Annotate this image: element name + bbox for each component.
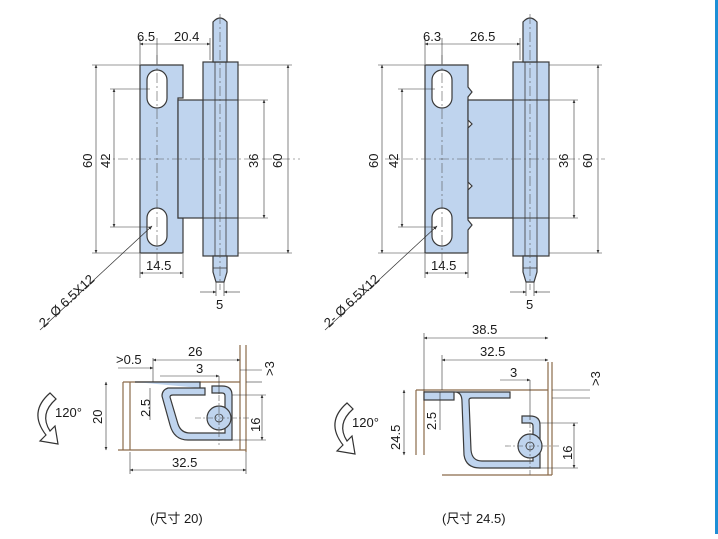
- left-dim-height-inner: 42: [98, 154, 113, 168]
- left-side-dim-clearance: >3: [262, 361, 277, 376]
- right-side-dim-pin-h: 16: [560, 446, 575, 460]
- left-hole-spec: 2- Ø 6.5X12: [36, 271, 98, 330]
- right-dim-pin-inner: 36: [556, 154, 571, 168]
- right-side-dim-thick: 2.5: [424, 412, 439, 430]
- right-dim-base-width: 14.5: [431, 258, 456, 273]
- right-side-dim-overall: 38.5: [472, 322, 497, 337]
- right-dim-height-inner: 42: [386, 154, 401, 168]
- right-edge-bar: [715, 0, 718, 534]
- left-side-dim-thick: 2.5: [138, 399, 153, 417]
- left-side-dim-pin-offset: 3: [196, 361, 203, 376]
- right-front-view: 6.3 26.5 60 42 36 60 14.5 5 2- Ø 6.5X12: [321, 14, 605, 331]
- left-side-hinge-profile: [135, 381, 233, 441]
- right-caption: (尺寸 24.5): [442, 511, 506, 526]
- right-side-dim-span: 32.5: [480, 344, 505, 359]
- left-dim-height-outer: 60: [80, 154, 95, 168]
- right-side-view: 38.5 32.5 3 >3 2.5 24.5 16 120° (尺寸 24.5…: [334, 322, 603, 526]
- right-side-dim-height: 24.5: [388, 425, 403, 450]
- left-dim-base-width: 14.5: [146, 258, 171, 273]
- right-rotation-arrow-icon: [334, 402, 356, 455]
- left-side-angle: 120°: [55, 405, 82, 420]
- right-side-hinge-profile: [424, 391, 541, 469]
- left-caption: (尺寸 20): [150, 511, 203, 526]
- left-side-dim-pin-h: 16: [248, 418, 263, 432]
- right-dim-pin-width: 5: [526, 297, 533, 312]
- right-dim-pin-outer: 60: [580, 154, 595, 168]
- left-side-view: 26 >0.5 3 >3 2.5 20 16 32.5 120° (尺寸 20): [37, 344, 277, 526]
- left-dim-20-4: 20.4: [174, 29, 199, 44]
- left-dim-6-5: 6.5: [137, 29, 155, 44]
- left-rotation-arrow-icon: [37, 392, 59, 445]
- left-side-dim-height: 20: [90, 410, 105, 424]
- left-side-dim-base: 32.5: [172, 455, 197, 470]
- left-dim-pin-inner: 36: [246, 154, 261, 168]
- right-side-angle: 120°: [352, 415, 379, 430]
- right-hole-spec: 2- Ø 6.5X12: [321, 271, 383, 330]
- left-dim-pin-outer: 60: [270, 154, 285, 168]
- left-front-view: 6.5 20.4 60 42 36 60 14.5 5 2- Ø 6.5X1: [36, 14, 300, 331]
- left-dim-pin-width: 5: [216, 297, 223, 312]
- right-dim-26-5: 26.5: [470, 29, 495, 44]
- right-side-dim-clearance: >3: [588, 371, 603, 386]
- left-side-dim-span: 26: [188, 344, 202, 359]
- right-side-dim-pin-offset: 3: [510, 365, 517, 380]
- right-dim-height-outer: 60: [366, 154, 381, 168]
- left-side-dim-gap: >0.5: [116, 352, 142, 367]
- right-dim-6-3: 6.3: [423, 29, 441, 44]
